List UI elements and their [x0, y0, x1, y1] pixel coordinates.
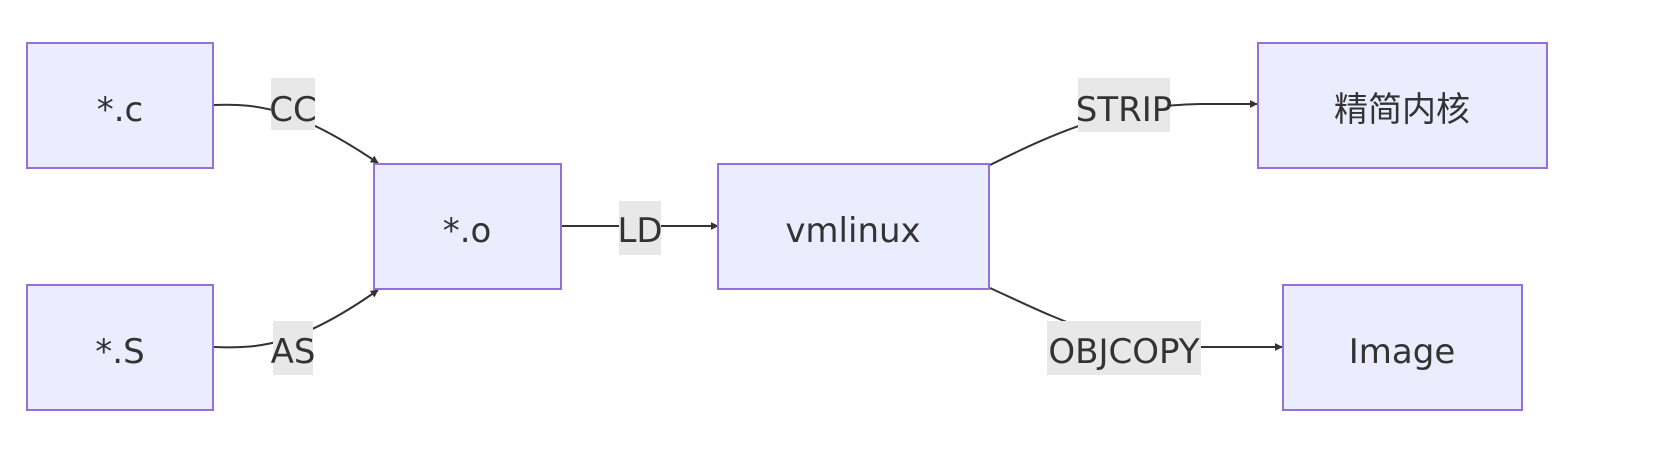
edge-label-cc-text: CC — [269, 90, 316, 130]
node-stripped-kernel: 精简内核 — [1257, 42, 1548, 169]
node-c-source-label: *.c — [97, 90, 144, 130]
node-image-label: Image — [1349, 332, 1455, 372]
node-vmlinux: vmlinux — [717, 163, 990, 290]
node-c-source: *.c — [26, 42, 214, 169]
edge-label-as: AS — [271, 321, 316, 375]
node-s-source-label: *.S — [95, 332, 144, 372]
node-object: *.o — [373, 163, 562, 290]
edge-label-ld: LD — [617, 201, 663, 255]
edge-label-as-text: AS — [271, 332, 316, 372]
node-object-label: *.o — [443, 211, 492, 251]
edge-label-strip: STRIP — [1076, 78, 1173, 132]
edge-label-strip-text: STRIP — [1076, 90, 1173, 130]
edge-label-objcopy: OBJCOPY — [1047, 321, 1201, 375]
node-s-source: *.S — [26, 284, 214, 411]
edge-label-objcopy-text: OBJCOPY — [1048, 332, 1199, 372]
node-stripped-kernel-label: 精简内核 — [1334, 90, 1470, 130]
node-vmlinux-label: vmlinux — [785, 211, 920, 251]
edge-label-ld-text: LD — [617, 211, 662, 251]
node-image: Image — [1282, 284, 1523, 411]
edge-label-cc: CC — [269, 78, 317, 130]
